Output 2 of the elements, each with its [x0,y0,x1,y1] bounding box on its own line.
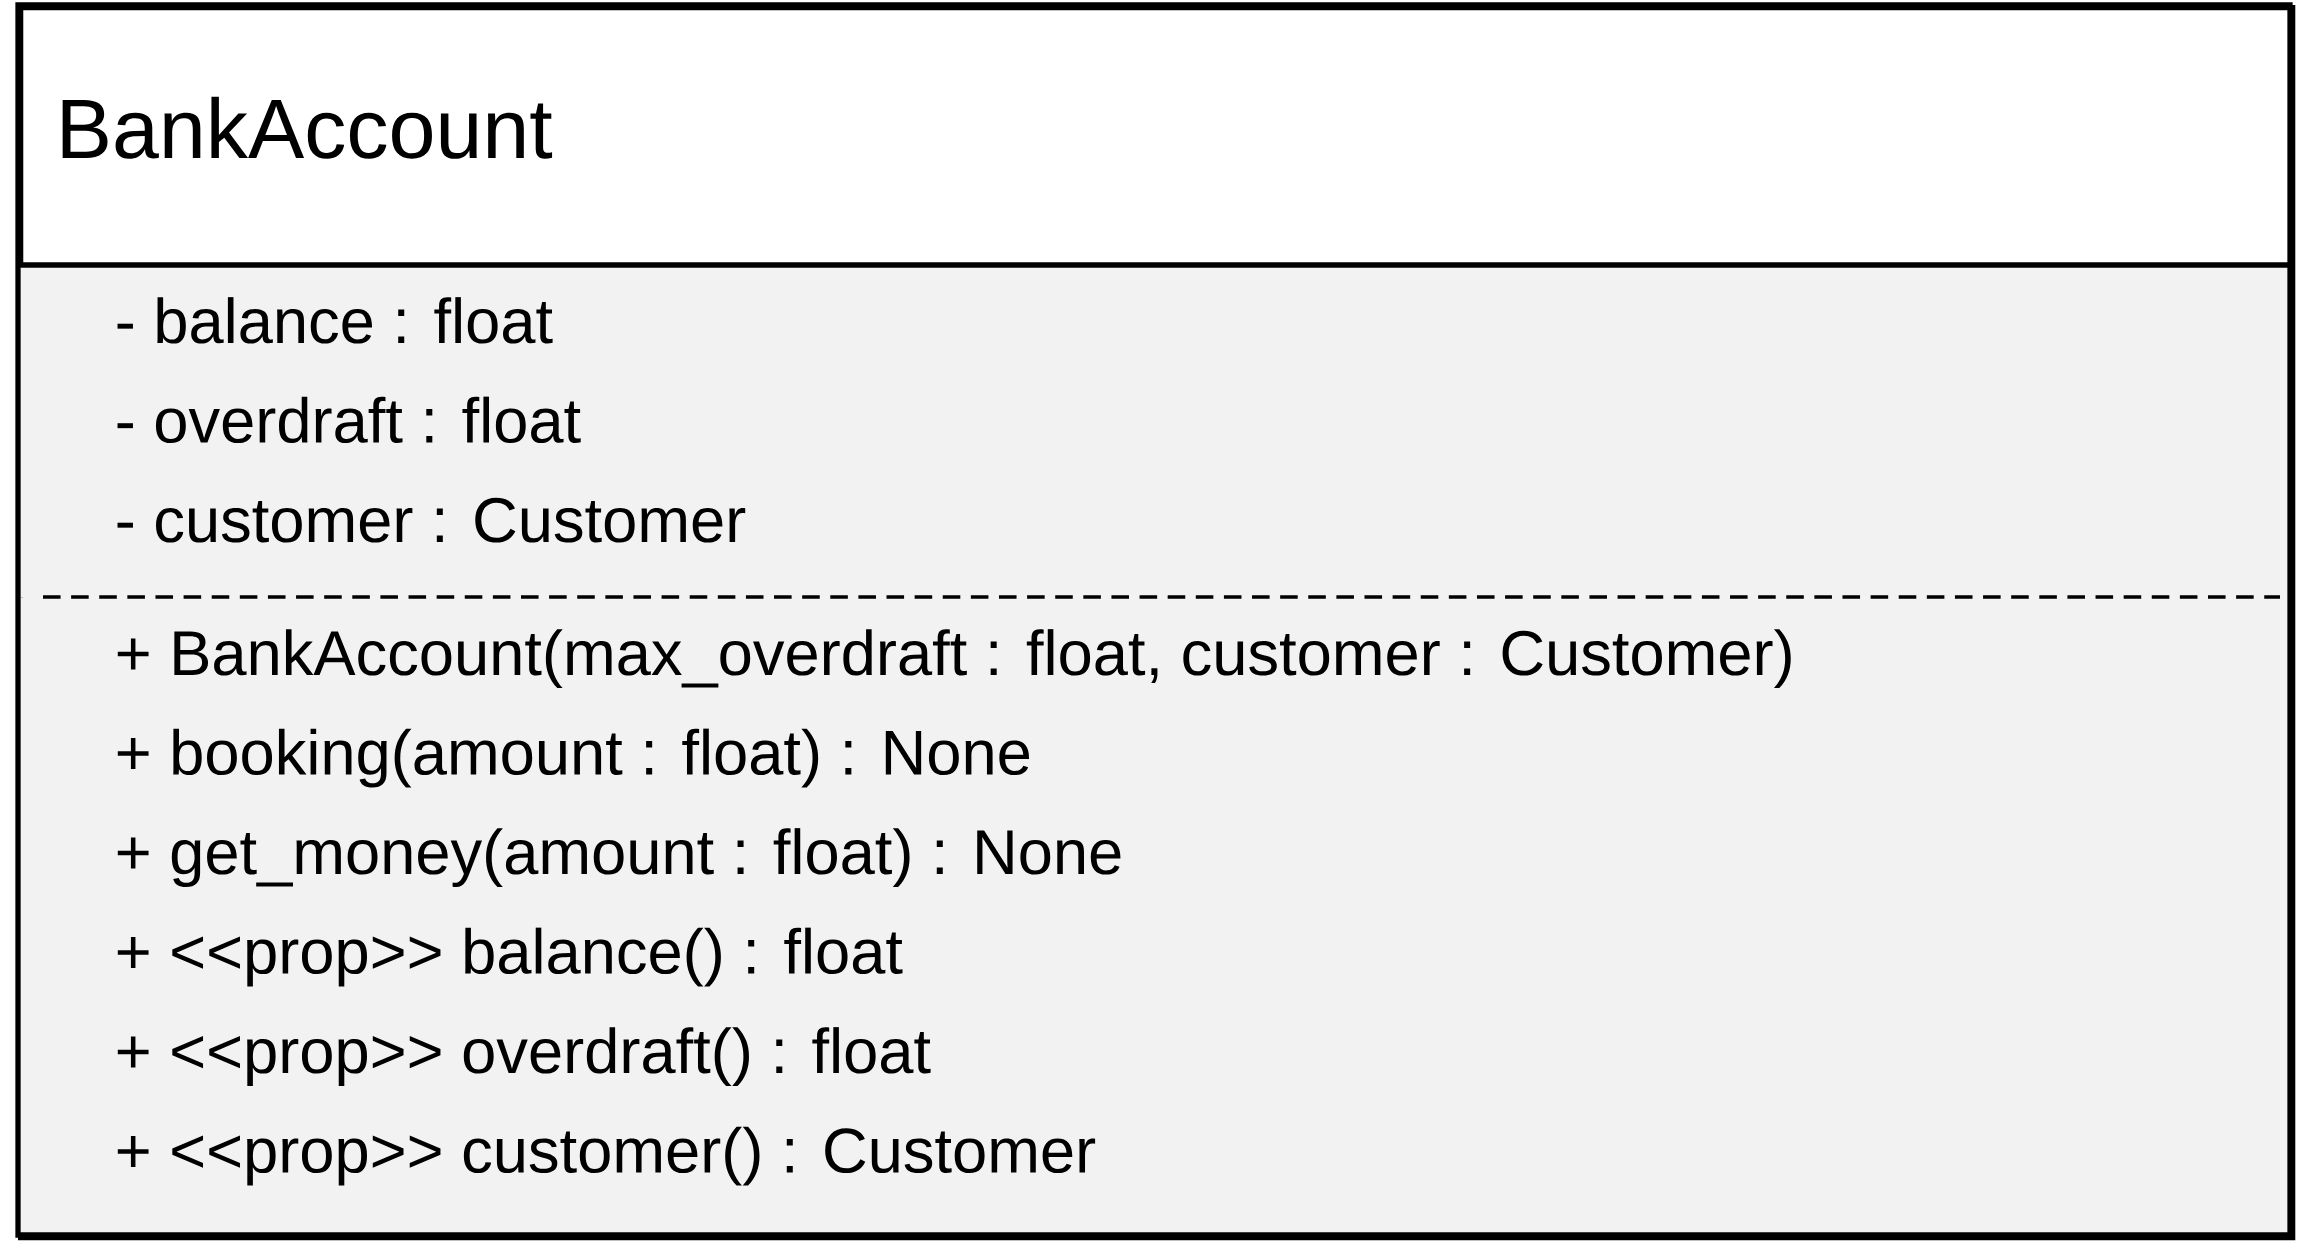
compartment: + BankAccount(max_overdraft : float, customer : Customer) + booking(amount : float) : None + get_money(amount : float) : None + <<prop>> balance() : float + <<prop>> overdraft() : float + <<prop>> customer() : Customer [18,597,2291,1236]
compartment: - balance : float - overdraft : float - customer : Customer [18,265,2291,598]
